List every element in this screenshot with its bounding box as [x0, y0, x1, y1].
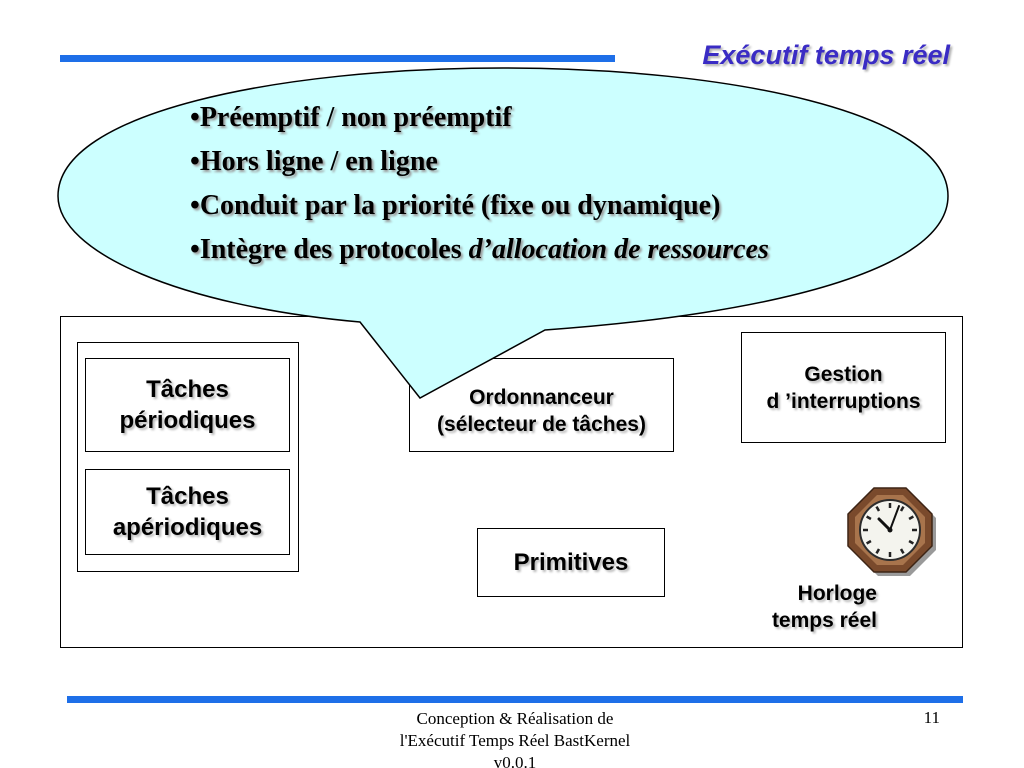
bullet-item: Conduit par la priorité (fixe ou dynamiq… [190, 184, 930, 228]
slide-title: Exécutif temps réel [702, 40, 950, 70]
bullet-list: Préemptif / non préemptif Hors ligne / e… [190, 96, 930, 272]
clock-tick [899, 548, 905, 555]
bullet-item: Hors ligne / en ligne [190, 140, 930, 184]
clock-tick [865, 539, 872, 545]
scheduler-box: Ordonnanceur (sélecteur de tâches) [409, 358, 674, 452]
clock-tick [875, 548, 881, 555]
bullet-item: Intègre des protocoles d’allocation de r… [190, 228, 930, 272]
top-rule [60, 55, 615, 62]
clock-label: Horloge temps réel [771, 582, 877, 632]
clock-minute-hand [889, 505, 900, 531]
clock-tick [875, 505, 881, 512]
bullet-emphasis: d’allocation de ressources [468, 234, 769, 265]
bottom-rule [67, 696, 963, 703]
footer-text: Conception & Réalisation de l'Exécutif T… [399, 709, 631, 768]
page-number: 11 [923, 708, 940, 727]
clock-tick [908, 539, 915, 545]
aperiodic-tasks-label: Tâches apériodiques [112, 483, 263, 541]
clock-tick [908, 515, 915, 521]
primitives-label: Primitives [513, 548, 629, 576]
clock-icon [847, 487, 936, 576]
primitives-box: Primitives [477, 528, 665, 597]
clock-hour-hand [877, 517, 892, 532]
clock-ticks [863, 503, 917, 557]
clock-center [887, 527, 893, 533]
aperiodic-tasks-box: Tâches apériodiques [85, 469, 290, 555]
interrupts-label: Gestion d ’interruptions [766, 362, 921, 413]
clock-tick [899, 505, 905, 512]
interrupts-box: Gestion d ’interruptions [741, 332, 946, 443]
periodic-tasks-label: Tâches périodiques [119, 376, 256, 434]
clock-tick [865, 515, 872, 521]
scheduler-label: Ordonnanceur (sélecteur de tâches) [437, 386, 646, 436]
periodic-tasks-box: Tâches périodiques [85, 358, 290, 452]
bullet-item: Préemptif / non préemptif [190, 96, 930, 140]
